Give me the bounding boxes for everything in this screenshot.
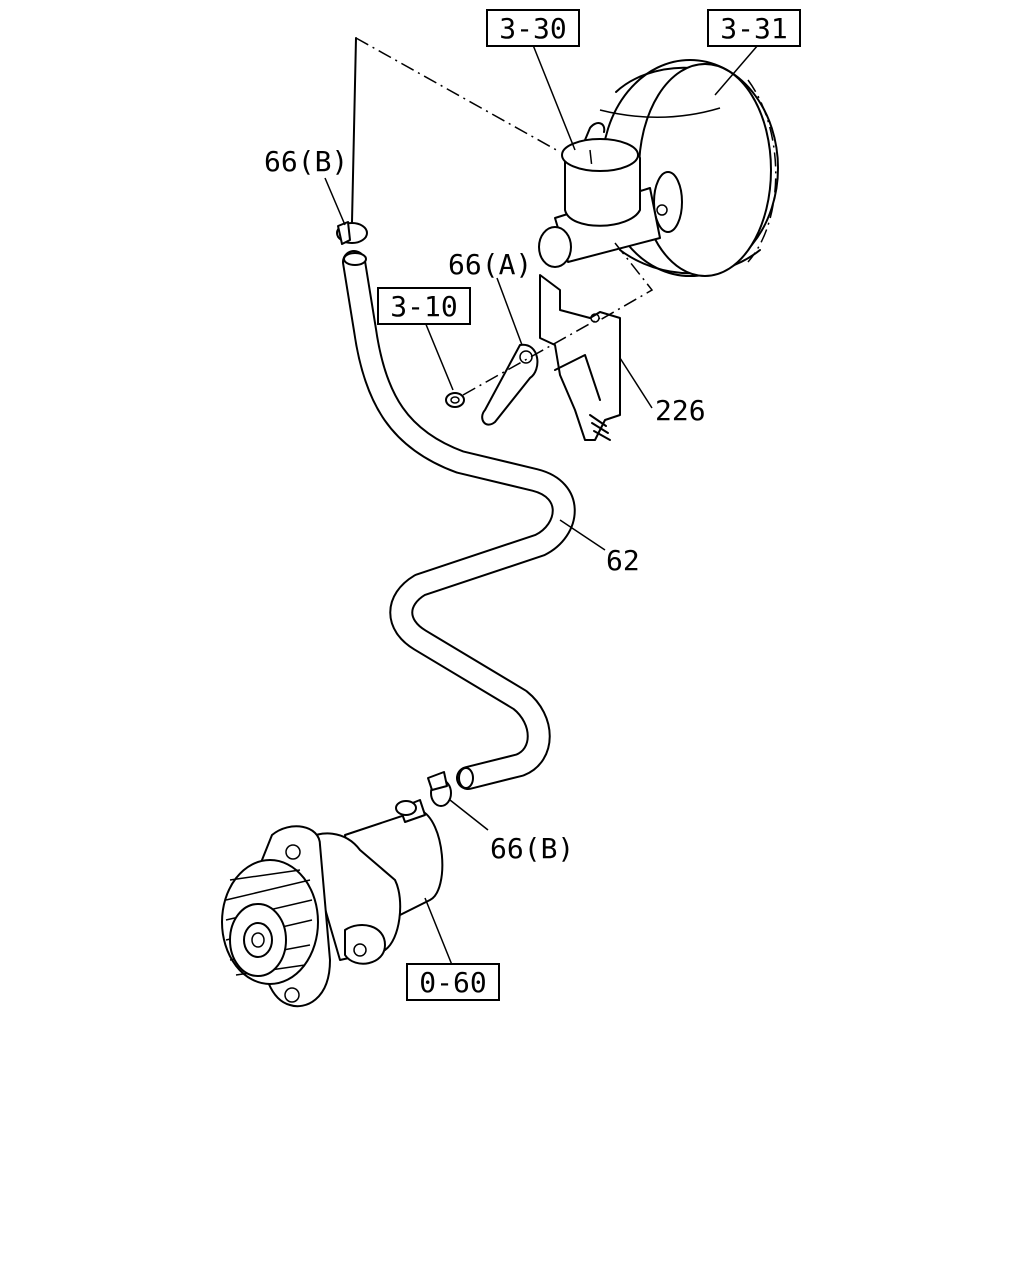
clip-66b-top: [336, 221, 368, 245]
connection-line: [355, 37, 561, 153]
ref-label-0-60: 0-60: [419, 966, 486, 999]
label-226: 226: [655, 394, 706, 427]
label-62: 62: [606, 544, 640, 577]
connection-line-vertical: [351, 37, 357, 223]
label-66b-bottom: 66(B): [490, 832, 574, 865]
master-cylinder: [538, 122, 683, 268]
ref-box-3-30: 3-30: [486, 9, 580, 47]
ref-label-3-10: 3-10: [390, 290, 457, 323]
label-66a: 66(A): [448, 248, 532, 281]
leader-lines: [324, 44, 759, 966]
nut: [445, 392, 465, 408]
clip-66b-bottom: [427, 771, 452, 807]
alternator: [221, 799, 444, 1008]
booster-axis-line: [599, 242, 654, 321]
label-66b-top: 66(B): [264, 145, 348, 178]
bolt-axis-line: [462, 317, 601, 396]
ref-box-3-10: 3-10: [377, 287, 471, 325]
ref-label-3-31: 3-31: [720, 12, 787, 45]
vacuum-hose: [342, 250, 576, 790]
ref-box-0-60: 0-60: [406, 963, 500, 1001]
clip-66a: [481, 343, 539, 426]
bracket: [539, 274, 621, 441]
ref-box-3-31: 3-31: [707, 9, 801, 47]
ref-label-3-30: 3-30: [499, 12, 566, 45]
